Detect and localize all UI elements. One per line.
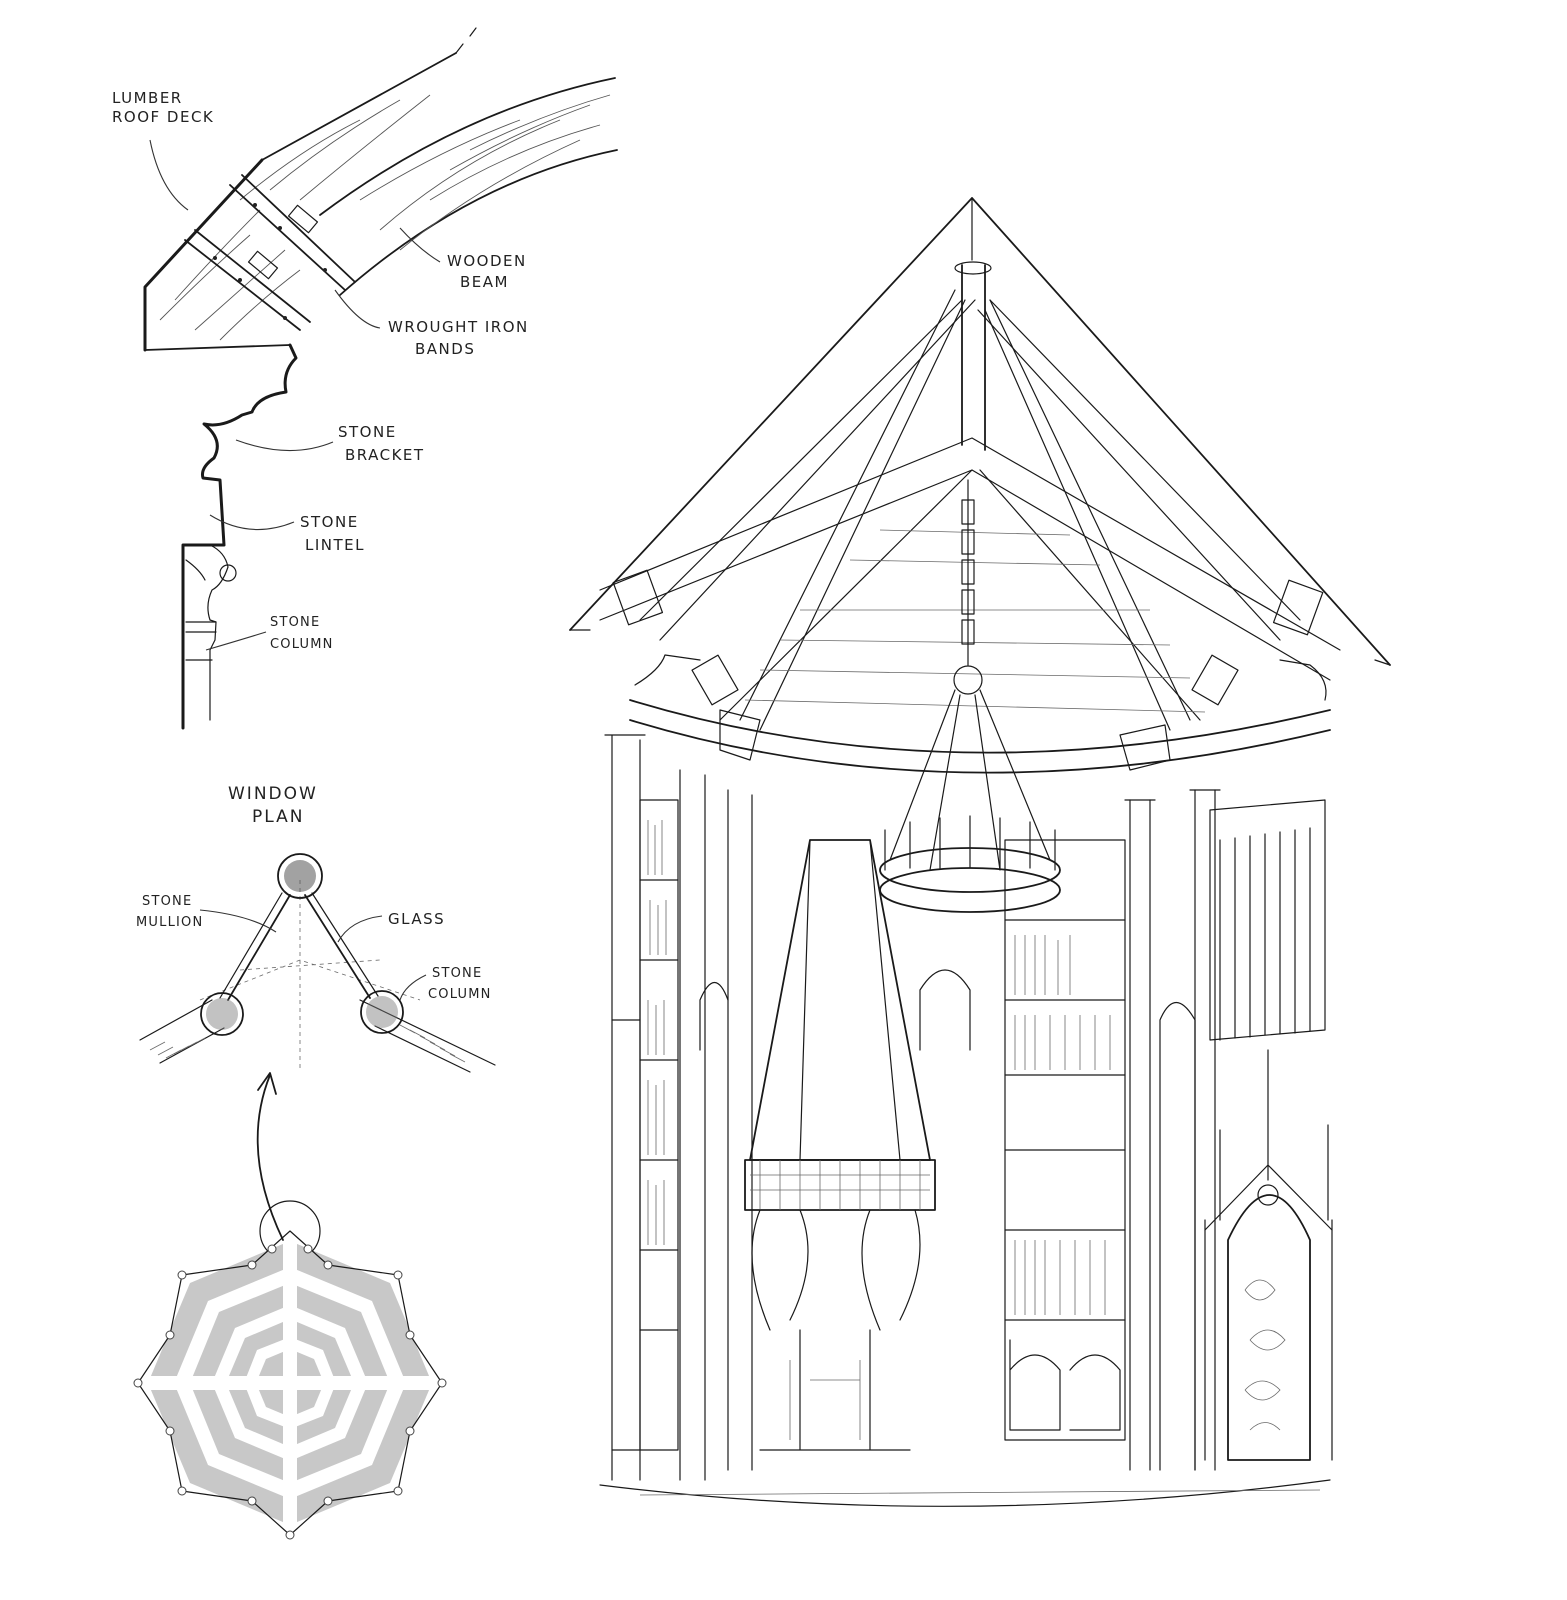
label-wooden-beam: WOODEN BEAM	[447, 252, 533, 291]
roof-detail-section	[143, 27, 618, 730]
gothic-door	[1204, 1049, 1333, 1461]
detail-labels: LUMBER ROOF DECK WOODEN BEAM WROUGHT IRO…	[112, 89, 535, 652]
label-stone-column: STONE COLUMN	[270, 615, 334, 652]
curved-arrow	[256, 1074, 284, 1241]
label-glass: GLASS	[388, 910, 445, 928]
fireplace-hood	[744, 839, 936, 1451]
left-bookshelf	[639, 799, 679, 1451]
label-plan-stone-column: STONE COLUMN	[428, 966, 492, 1002]
curtain	[1209, 799, 1326, 1041]
label-stone-lintel: STONE LINTEL	[300, 513, 365, 554]
wood-grain	[159, 94, 611, 341]
label-stone-bracket: STONE BRACKET	[338, 423, 425, 464]
window-plan: WINDOW PLAN STONE MULLION GLASS	[136, 784, 496, 1241]
label-stone-mullion: STONE MULLION	[136, 894, 203, 930]
window-plan-title: WINDOW PLAN	[228, 784, 325, 827]
label-lumber-roof-deck: LUMBER ROOF DECK	[112, 89, 214, 126]
tower-interior-perspective	[569, 197, 1391, 1507]
label-wrought-iron-bands: WROUGHT IRON BANDS	[388, 318, 535, 358]
wrought-iron-bands	[184, 174, 356, 331]
mullion-top-stone	[277, 853, 323, 899]
stone-bracket-profile	[181, 343, 298, 730]
chandelier	[879, 479, 1061, 913]
right-bookshelf	[1004, 839, 1126, 1441]
octagon-floor-plan	[133, 1200, 447, 1540]
